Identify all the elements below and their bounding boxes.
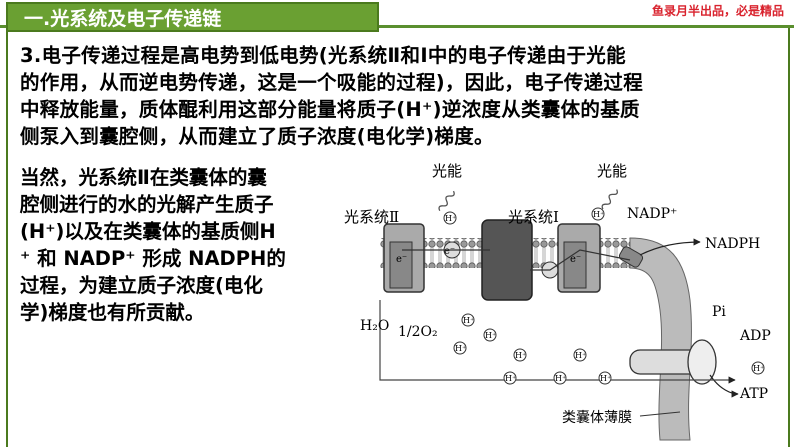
nadph-arrow (639, 238, 701, 256)
paragraph-line: 学)梯度也有所贡献。 (20, 301, 205, 324)
right-border (788, 28, 790, 447)
paragraph-line: 侧泵入到囊腔侧，从而建立了质子浓度(电化学)梯度。 (20, 125, 494, 148)
svg-text:H⁺: H⁺ (463, 316, 474, 325)
nadph-label: NADPH (705, 236, 760, 252)
proton-markers: H⁺ H⁺ H⁺ H⁺ H⁺ H⁺ H⁺ H⁺ H⁺ H⁺ H⁺ (443, 207, 765, 385)
section-title: 一.光系统及电子传递链 (24, 8, 222, 30)
membrane-label-pointer (639, 411, 681, 417)
svg-text:H⁺: H⁺ (555, 374, 566, 383)
paragraph-line: 腔侧进行的水的光解产生质子 (20, 193, 274, 216)
electron-transport-diagram: 光能 光能 光系统Ⅱ e⁻ e⁻ 光系统Ⅰ e⁻ NADP⁺ NADPH Pi … (344, 162, 771, 441)
electron-label: e⁻ (396, 254, 407, 265)
paragraph-line: 3.电子传递过程是高电势到低电势(光系统Ⅱ和Ⅰ中的电子传递由于光能 (20, 44, 626, 67)
paragraph-electron-transport: 3.电子传递过程是高电势到低电势(光系统Ⅱ和Ⅰ中的电子传递由于光能 的作用，从而… (20, 42, 790, 150)
photosystem-2-label: 光系统Ⅱ (344, 208, 399, 226)
thylakoid-membrane-curve (629, 237, 692, 441)
cytochrome-complex (481, 219, 533, 301)
svg-text:H⁺: H⁺ (600, 374, 611, 383)
pi-label: Pi (712, 304, 726, 320)
atp-label: ATP (739, 386, 768, 402)
paragraph-line: (H⁺)以及在类囊体的基质侧H (20, 220, 276, 243)
electron-label: e⁻ (444, 246, 455, 257)
oxygen-label: 1/2O₂ (398, 324, 438, 340)
proton-flow-arrow (379, 300, 736, 384)
svg-text:H⁺: H⁺ (593, 210, 604, 219)
svg-text:H⁺: H⁺ (485, 331, 496, 340)
svg-text:H⁺: H⁺ (575, 351, 586, 360)
section-title-bar: 一.光系统及电子传递链 (6, 2, 379, 32)
photosystem-1-label: 光系统Ⅰ (508, 208, 559, 226)
light-energy-label-right: 光能 (597, 162, 627, 180)
photosystem-2-core (389, 241, 413, 289)
svg-text:H⁺: H⁺ (515, 351, 526, 360)
brand-tagline: 鱼录月半出品，必是精品 (651, 4, 784, 18)
paragraph-line: ⁺ 和 NADP⁺ 形成 NADPH的 (20, 247, 286, 270)
paragraph-proton-gradient: 当然，光系统Ⅱ在类囊体的囊 腔侧进行的水的光解产生质子 (H⁺)以及在类囊体的基… (20, 164, 350, 326)
electron-label: e⁻ (570, 254, 581, 265)
svg-text:H⁺: H⁺ (505, 374, 516, 383)
paragraph-line: 中释放能量，质体醌利用这部分能量将质子(H⁺)逆浓度从类囊体的基质 (20, 98, 640, 121)
svg-text:H⁺: H⁺ (455, 344, 466, 353)
paragraph-line: 当然，光系统Ⅱ在类囊体的囊 (20, 166, 267, 189)
thylakoid-membrane-label: 类囊体薄膜 (562, 409, 632, 426)
atp-synthase-head (687, 339, 717, 385)
svg-text:H⁺: H⁺ (445, 214, 456, 223)
light-wave-icon (438, 190, 455, 212)
light-wave-icon (601, 189, 618, 210)
electron-flow-path (402, 249, 631, 271)
nadp-plus-label: NADP⁺ (627, 206, 677, 222)
left-border (6, 28, 8, 447)
photosystem-1-core (563, 241, 587, 289)
header-underline (0, 25, 794, 28)
paragraph-line: 的作用，从而逆电势传递，这是一个吸能的过程)，因此，电子传递过程 (20, 71, 644, 94)
adp-label: ADP (739, 328, 771, 344)
water-label: H₂O (360, 318, 389, 334)
nadp-reductase (618, 246, 644, 268)
svg-text:H⁺: H⁺ (753, 364, 764, 373)
light-energy-label-left: 光能 (432, 162, 462, 180)
atp-arrow (709, 374, 739, 398)
paragraph-line: 过程，为建立质子浓度(电化 (20, 274, 263, 297)
